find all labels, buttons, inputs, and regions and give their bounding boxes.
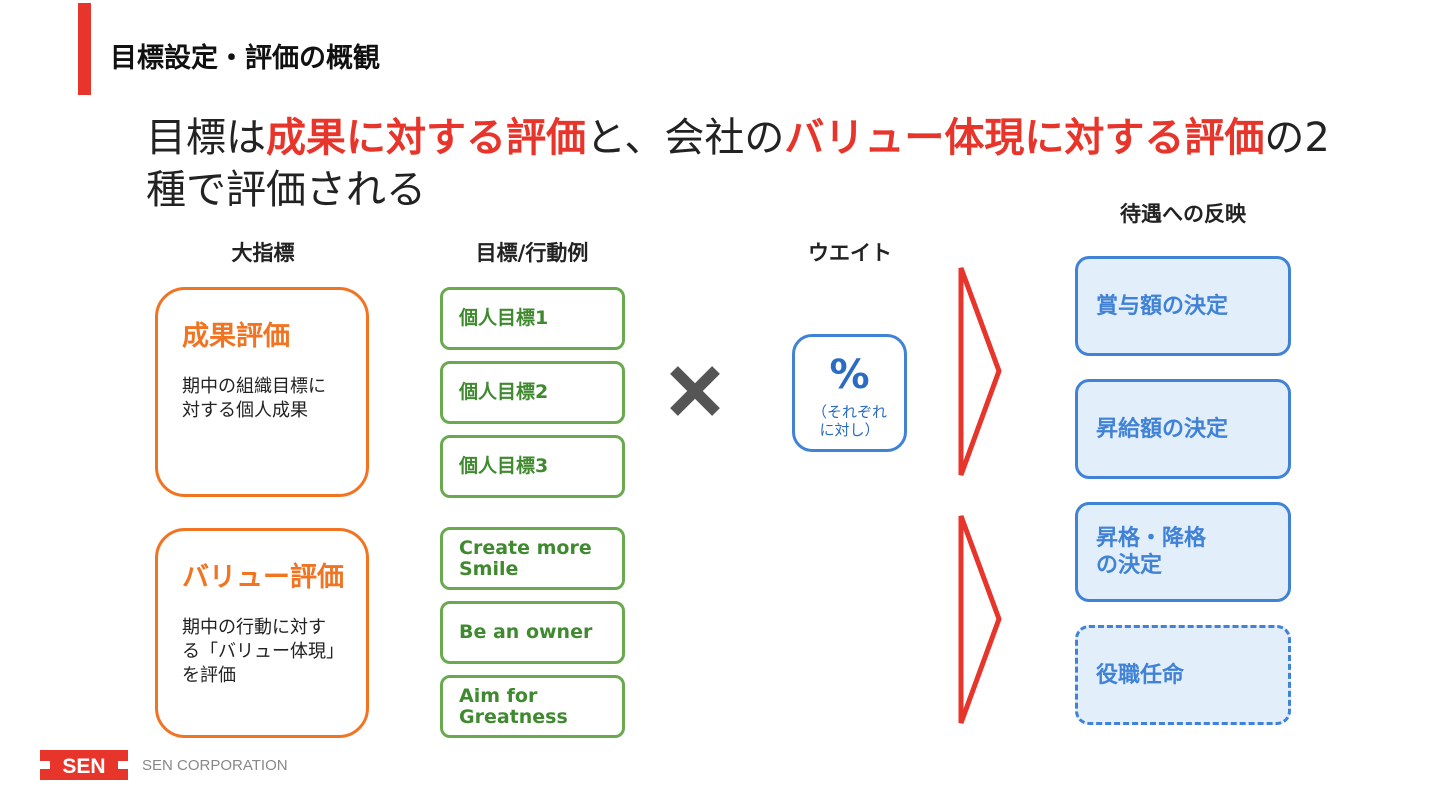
goal-box: Aim for Greatness: [440, 675, 625, 738]
goal-label: 個人目標3: [459, 455, 549, 477]
goal-box: Create more Smile: [440, 527, 625, 590]
chevron-right-arrow-icon: [958, 515, 1002, 724]
goal-box: Be an owner: [440, 601, 625, 664]
reward-box: 賞与額の決定: [1075, 256, 1291, 356]
company-name: SEN CORPORATION: [142, 757, 288, 774]
section-title: 目標設定・評価の概観: [110, 43, 380, 74]
reward-box-dashed: 役職任命: [1075, 625, 1291, 725]
evaluation-title: バリュー評価: [182, 562, 344, 593]
multiply-icon: [670, 366, 720, 416]
headline-highlight: バリュー体現に対する評価: [784, 115, 1265, 161]
goal-box: 個人目標1: [440, 287, 625, 350]
column-header-weight: ウエイト: [808, 241, 892, 265]
headline-part: 目標は: [146, 115, 266, 161]
column-header-goals: 目標/行動例: [475, 241, 589, 265]
headline: 目標は成果に対する評価と、会社のバリュー体現に対する評価の2種で評価される: [146, 112, 1366, 216]
reward-label: 昇格・降格 の決定: [1096, 526, 1207, 578]
goal-label: 個人目標1: [459, 307, 549, 329]
goal-label: Be an owner: [459, 621, 593, 643]
company-logo: SEN: [40, 750, 128, 780]
column-header-major-indicator: 大指標: [231, 241, 295, 265]
goal-label: 個人目標2: [459, 381, 549, 403]
goal-label: Aim for Greatness: [459, 684, 568, 728]
chevron-right-arrow-icon: [958, 267, 1002, 476]
evaluation-box-performance: 成果評価 期中の組織目標に 対する個人成果: [155, 287, 369, 497]
column-header-treatment: 待遇への反映: [1120, 202, 1246, 226]
weight-box: % （それぞれ に対し）: [792, 334, 907, 452]
reward-box: 昇給額の決定: [1075, 379, 1291, 479]
goal-box: 個人目標3: [440, 435, 625, 498]
reward-box: 昇格・降格 の決定: [1075, 502, 1291, 602]
goal-label: Create more Smile: [459, 536, 592, 580]
percent-symbol: %: [829, 352, 870, 398]
evaluation-title: 成果評価: [182, 321, 290, 352]
header-accent-bar: [78, 3, 91, 95]
reward-label: 役職任命: [1096, 662, 1185, 688]
reward-label: 昇給額の決定: [1096, 416, 1229, 442]
headline-highlight: 成果に対する評価: [266, 115, 586, 161]
weight-note: （それぞれ に対し）: [811, 403, 887, 439]
evaluation-box-value: バリュー評価 期中の行動に対す る「バリュー体現」 を評価: [155, 528, 369, 738]
headline-part: と、会社の: [586, 115, 785, 161]
logo-text: SEN: [62, 755, 105, 778]
evaluation-description: 期中の行動に対す る「バリュー体現」 を評価: [182, 617, 344, 686]
goal-box: 個人目標2: [440, 361, 625, 424]
reward-label: 賞与額の決定: [1096, 293, 1229, 319]
headline-part: の2種で評価される: [146, 115, 1330, 213]
evaluation-description: 期中の組織目標に 対する個人成果: [182, 376, 326, 421]
